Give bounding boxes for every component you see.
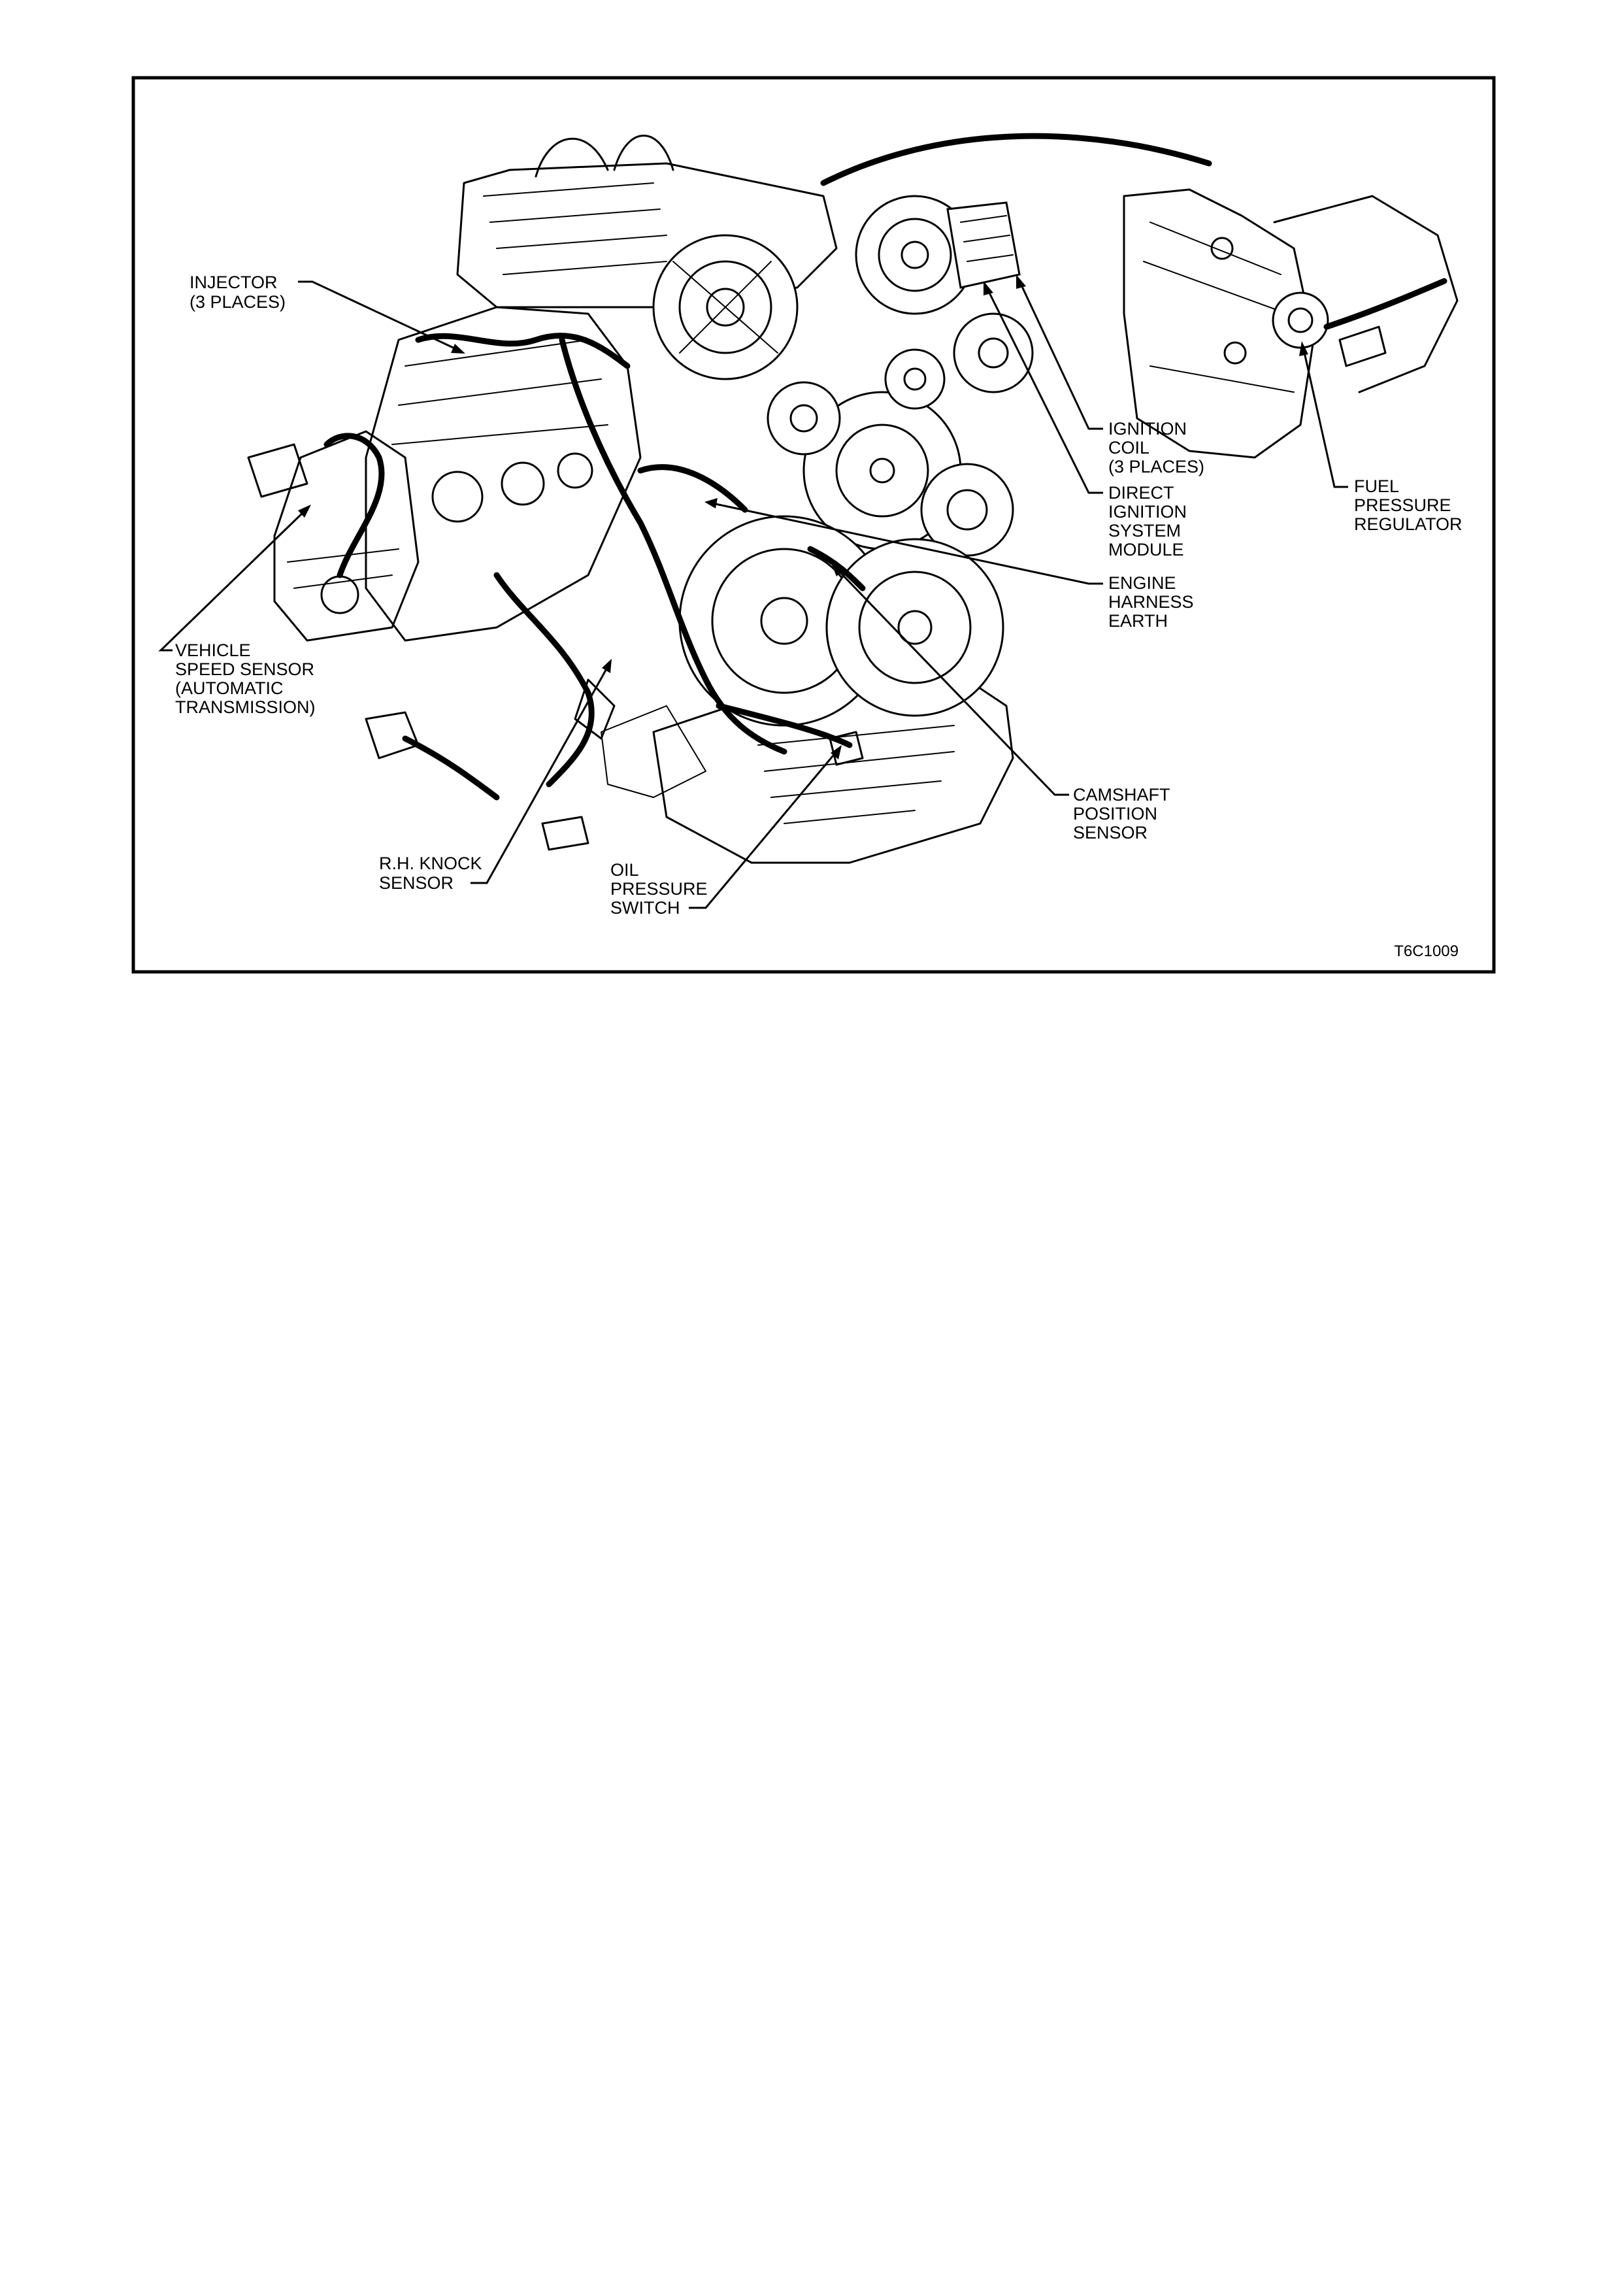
callout-injector: INJECTOR (3 PLACES) [190, 273, 286, 312]
label-knock-line1: R.H. KNOCK [379, 854, 482, 873]
label-dis-module-line4: MODULE [1108, 540, 1184, 559]
label-oil-switch-line1: OIL [610, 860, 639, 880]
callout-camshaft-position-sensor: CAMSHAFT POSITION SENSOR [1073, 785, 1170, 842]
label-oil-switch-line2: PRESSURE [610, 879, 708, 899]
label-dis-module-line3: SYSTEM [1108, 521, 1181, 541]
label-cmp-line2: POSITION [1073, 804, 1157, 824]
callout-rh-knock-sensor: R.H. KNOCK SENSOR [379, 854, 482, 893]
callout-ignition-coil: IGNITION COIL (3 PLACES) [1108, 419, 1204, 476]
label-injector-line1: INJECTOR [190, 273, 278, 292]
label-vss-line1: VEHICLE [175, 641, 251, 660]
label-vss-line3: (AUTOMATIC [175, 678, 284, 698]
label-fuel-regulator-line3: REGULATOR [1354, 514, 1463, 534]
label-harness-earth-line1: ENGINE [1108, 573, 1176, 593]
label-cmp-line3: SENSOR [1073, 823, 1148, 842]
label-knock-line2: SENSOR [379, 873, 454, 893]
label-harness-earth-line2: HARNESS [1108, 592, 1194, 612]
callout-dis-module: DIRECT IGNITION SYSTEM MODULE [1108, 483, 1187, 559]
label-dis-module-line2: IGNITION [1108, 502, 1187, 522]
label-ignition-coil-line3: (3 PLACES) [1108, 457, 1204, 476]
label-ignition-coil-line2: COIL [1108, 438, 1149, 458]
callout-engine-harness-earth: ENGINE HARNESS EARTH [1108, 573, 1194, 631]
label-oil-switch-line3: SWITCH [610, 898, 680, 918]
callout-oil-pressure-switch: OIL PRESSURE SWITCH [610, 860, 708, 918]
label-fuel-regulator-line2: PRESSURE [1354, 495, 1451, 515]
label-fuel-regulator-line1: FUEL [1354, 476, 1399, 496]
label-injector-line2: (3 PLACES) [190, 292, 286, 312]
label-vss-line2: SPEED SENSOR [175, 659, 314, 679]
figure-code: T6C1009 [1394, 942, 1459, 960]
engine-illustration [248, 136, 1457, 863]
label-harness-earth-line3: EARTH [1108, 611, 1168, 631]
label-cmp-line1: CAMSHAFT [1073, 785, 1170, 805]
label-ignition-coil-line1: IGNITION [1108, 419, 1187, 439]
callout-vehicle-speed-sensor: VEHICLE SPEED SENSOR (AUTOMATIC TRANSMIS… [175, 641, 316, 717]
label-dis-module-line1: DIRECT [1108, 483, 1174, 503]
callout-fuel-pressure-regulator: FUEL PRESSURE REGULATOR [1354, 476, 1463, 534]
label-vss-line4: TRANSMISSION) [175, 697, 316, 717]
